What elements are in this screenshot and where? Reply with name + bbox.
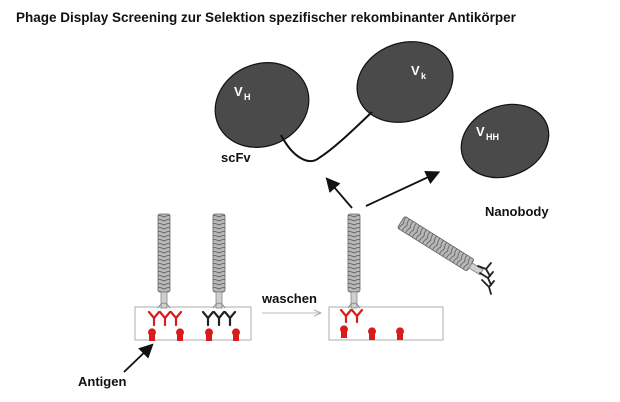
phage-tail xyxy=(157,302,171,309)
scfv-linker xyxy=(280,111,373,163)
vh-sub: H xyxy=(244,92,251,102)
phage-tail xyxy=(212,302,226,309)
diagram-title: Phage Display Screening zur Selektion sp… xyxy=(16,10,517,25)
vk-sub: k xyxy=(421,71,427,81)
arrow-icon xyxy=(325,177,353,209)
antibody-icon xyxy=(339,308,364,324)
vhh-domain xyxy=(460,103,550,179)
antigen-label: Antigen xyxy=(78,374,126,389)
vhh-label: V xyxy=(476,124,485,139)
phage-tail xyxy=(347,302,361,309)
arrow-icon xyxy=(123,343,154,373)
vh-label: V xyxy=(234,84,243,99)
nanobody-label: Nanobody xyxy=(485,204,549,219)
eluted-phage xyxy=(397,216,484,276)
vk-domain xyxy=(356,41,454,123)
vhh-sub: HH xyxy=(486,132,499,142)
waschen-label: waschen xyxy=(261,291,317,306)
vh-domain xyxy=(214,62,310,148)
antibody-icon xyxy=(147,310,183,327)
antibody-icon xyxy=(477,262,495,295)
antibody-icon xyxy=(201,310,237,327)
vk-label: V xyxy=(411,63,420,78)
arrow-icon xyxy=(365,171,441,207)
scfv-label: scFv xyxy=(221,150,251,165)
